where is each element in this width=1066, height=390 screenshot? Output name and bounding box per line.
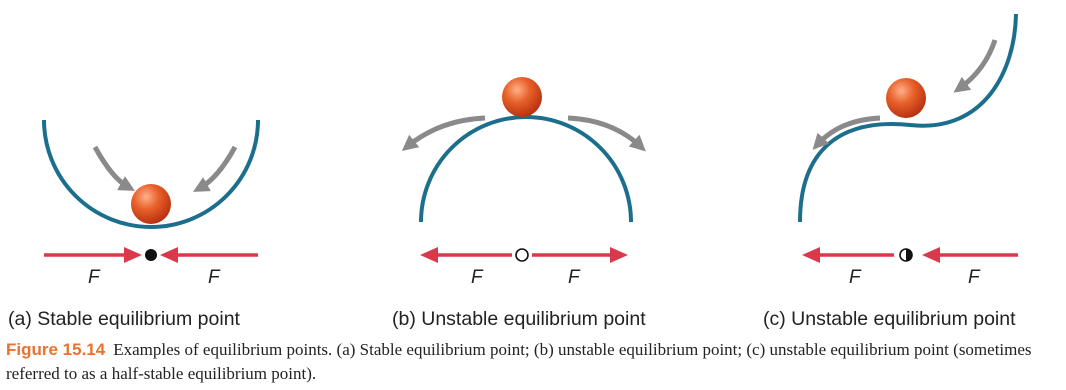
- force-arrowhead-right: [124, 247, 142, 263]
- panel-label-c: (c) Unstable equilibrium point: [763, 308, 1016, 331]
- force-label-right: F: [968, 267, 981, 288]
- motion-arrow-upper: [960, 40, 995, 88]
- motion-arrow-left: [95, 147, 128, 187]
- force-arrowhead-left: [420, 247, 438, 263]
- caption-text: Examples of equilibrium points. (a) Stab…: [6, 340, 1032, 383]
- panel-a-stable: F F: [44, 120, 258, 288]
- inflection-curve: [800, 14, 1016, 222]
- equilibrium-figure: F F F F F F: [0, 0, 1066, 300]
- panel-label-b: (b) Unstable equilibrium point: [392, 308, 646, 331]
- figure-number: Figure 15.14: [6, 340, 105, 359]
- panel-label-a: (a) Stable equilibrium point: [8, 308, 240, 331]
- force-arrowhead-left: [160, 247, 178, 263]
- force-label-right: F: [568, 267, 581, 288]
- ball: [131, 184, 171, 224]
- force-arrowhead-right: [610, 247, 628, 263]
- ball: [502, 77, 542, 117]
- ball: [886, 78, 926, 118]
- hill-curve: [421, 117, 631, 222]
- panel-b-unstable: F F: [408, 77, 640, 288]
- force-label-left: F: [88, 267, 101, 288]
- equilibrium-dot-filled: [145, 249, 157, 261]
- force-label-left: F: [471, 267, 484, 288]
- force-label-right: F: [208, 267, 221, 288]
- equilibrium-dot-open: [516, 249, 528, 261]
- force-arrowhead-left: [802, 247, 820, 263]
- force-label-left: F: [849, 267, 862, 288]
- motion-arrow-right: [200, 147, 235, 188]
- panel-c-half-stable: F F: [800, 14, 1018, 288]
- force-arrowhead-left-2: [922, 247, 940, 263]
